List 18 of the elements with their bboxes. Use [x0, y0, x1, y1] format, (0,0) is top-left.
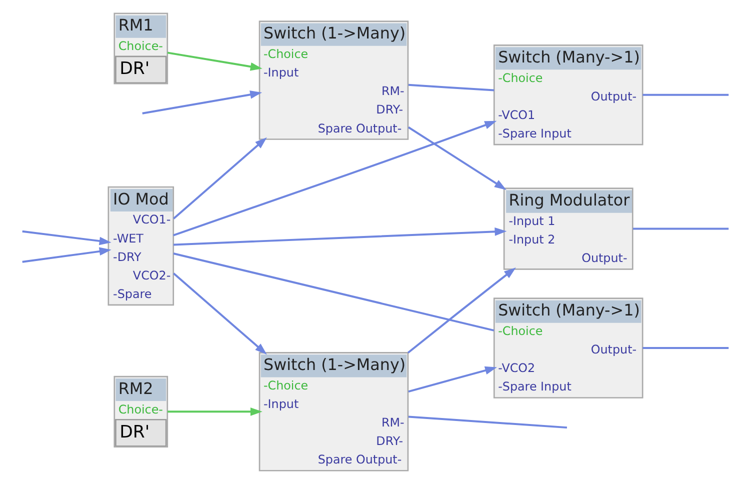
connector	[642, 347, 728, 350]
arrow	[142, 90, 262, 114]
arrow	[172, 227, 506, 246]
arrow	[22, 247, 111, 263]
arrow	[172, 120, 496, 236]
connector	[642, 94, 728, 96]
arrow	[408, 366, 497, 392]
connector	[172, 252, 494, 332]
arrow	[407, 126, 506, 190]
connector	[408, 84, 494, 92]
arrow	[406, 268, 516, 354]
arrow	[166, 407, 262, 416]
arrow	[172, 272, 266, 355]
arrow	[166, 52, 262, 71]
connector	[632, 228, 728, 230]
arrow	[22, 230, 111, 246]
arrow	[172, 137, 266, 220]
connector	[408, 416, 567, 429]
